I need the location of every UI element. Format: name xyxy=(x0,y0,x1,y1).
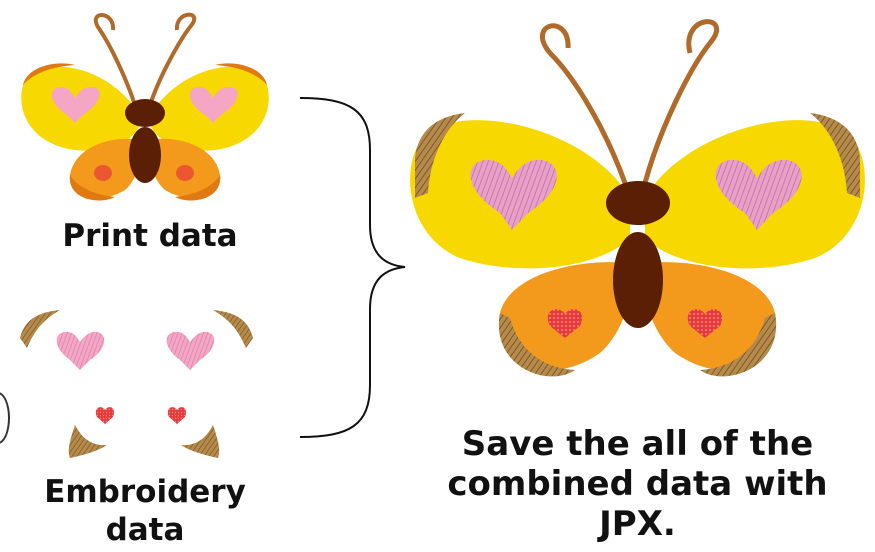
embroidery-label-line1: Embroidery xyxy=(44,474,246,510)
combined-caption-line3: JPX. xyxy=(599,504,676,544)
embroidery-label-line2: data xyxy=(105,512,185,548)
combined-caption-line1: Save the all of the xyxy=(461,424,814,464)
print-data-label: Print data xyxy=(62,218,238,254)
combined-data-caption: Save the all of the combined data with J… xyxy=(400,424,875,544)
butterfly-combined-icon xyxy=(410,19,865,377)
edge-mark xyxy=(0,392,10,444)
curly-brace-icon xyxy=(299,97,406,438)
combined-caption-line2: combined data with xyxy=(447,464,828,504)
embroidery-pieces-icon xyxy=(20,310,253,458)
butterfly-print-icon xyxy=(21,12,269,201)
embroidery-data-label: Embroidery data xyxy=(0,473,290,549)
